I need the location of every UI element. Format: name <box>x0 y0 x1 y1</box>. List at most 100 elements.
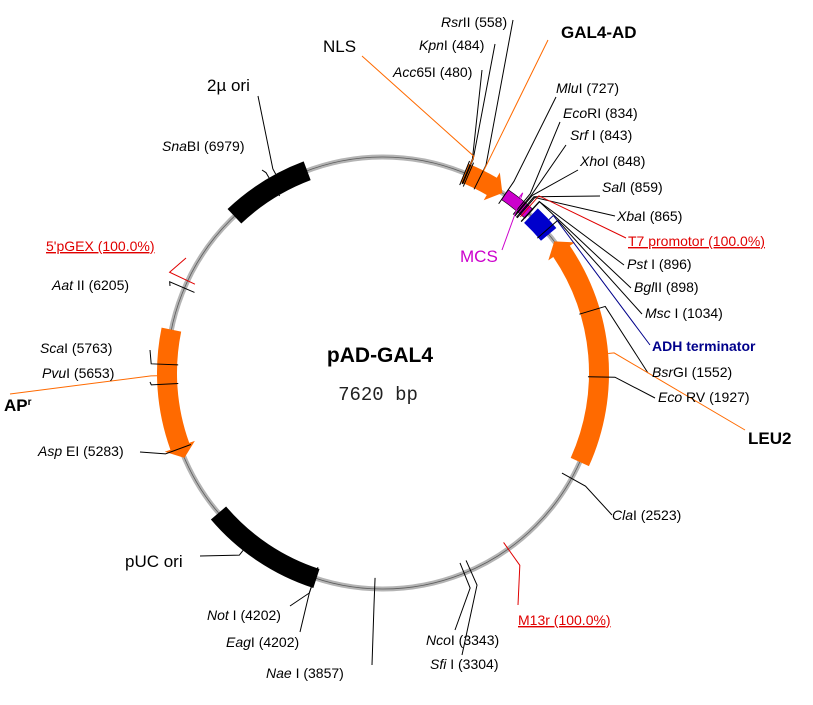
site-xhoi-rest: I (848) <box>605 153 645 169</box>
site-ecori-it: Eco <box>563 105 587 121</box>
site-line-sfii <box>461 560 478 656</box>
primer-m13r-label: M13r (100.0%) <box>518 612 611 628</box>
feature-lines <box>9 39 746 557</box>
nls-tick <box>459 160 471 186</box>
site-acc65i-it: Acc <box>392 64 416 80</box>
site-line-ncoi <box>454 562 471 631</box>
site-mlui-it: Mlu <box>556 80 579 96</box>
site-rsrii-rest: II (558) <box>463 14 507 30</box>
label-leu2: LEU2 <box>748 429 791 448</box>
site-aspei: Asp EI (5283) <box>37 443 124 459</box>
site-psti: Pst I (896) <box>627 256 692 272</box>
site-pvui: PvuI (5653) <box>42 365 114 381</box>
site-pvui-rest: I (5653) <box>66 365 114 381</box>
site-xhoi-it: Xho <box>579 153 605 169</box>
site-ncoi: NcoI (3343) <box>426 632 499 648</box>
site-msci: Msc I (1034) <box>645 305 723 321</box>
site-snabi-it: Sna <box>162 138 187 154</box>
nls-marker <box>459 160 475 187</box>
site-msci-rest: I (1034) <box>671 305 723 321</box>
site-bsrgi-it: Bsr <box>652 364 674 380</box>
site-msci-it: Msc <box>645 305 671 321</box>
site-aspei-rest: EI (5283) <box>62 443 123 459</box>
site-line-xhoi <box>514 169 579 217</box>
feature-leu2 <box>548 241 609 467</box>
site-aatii: Aat II (6205) <box>51 277 129 293</box>
feature-2mu-ori <box>227 161 311 224</box>
site-eagi-it: Eag <box>226 634 251 650</box>
site-noti-it: Not <box>207 607 230 623</box>
site-rsrii: RsrII (558) <box>441 14 507 30</box>
site-naei-rest: I (3857) <box>292 665 344 681</box>
site-noti: Not I (4202) <box>207 607 281 623</box>
site-acc65i: Acc65I (480) <box>392 64 472 80</box>
primer-line-t7-promotor <box>520 195 627 239</box>
primer-line-5pgex <box>168 257 196 285</box>
site-kpni-rest: I (484) <box>444 37 484 53</box>
feature-line-gal4-ad <box>483 39 549 171</box>
label-puc-ori: pUC ori <box>125 552 183 571</box>
site-line-ecori <box>512 121 561 215</box>
site-rsrii-it: Rsr <box>441 14 464 30</box>
site-line-bglii <box>520 201 632 289</box>
feature-line-ap-r <box>9 375 158 395</box>
site-eagi: EagI (4202) <box>226 634 299 650</box>
plasmid-size: 7620 bp <box>338 384 418 406</box>
label-nls: NLS <box>323 37 356 56</box>
site-line-srfi <box>513 144 567 216</box>
site-line-sali <box>515 195 601 218</box>
site-sfii-rest: I (3304) <box>446 656 498 672</box>
site-sali-it: Sal <box>602 179 623 195</box>
feature-line-mcs <box>501 192 524 251</box>
primer-lines <box>168 195 627 606</box>
site-line-msci <box>537 219 643 315</box>
site-ncoi-it: Nco <box>426 632 451 648</box>
site-line-scai <box>149 349 179 366</box>
site-srfi: Srf I (843) <box>570 127 632 143</box>
site-scai-rest: I (5763) <box>64 340 112 356</box>
feature-ap-r <box>156 327 195 458</box>
site-clai-it: Cla <box>612 507 633 523</box>
site-bglii-it: Bgl <box>634 279 655 295</box>
primer-5pgex-label: 5'pGEX (100.0%) <box>46 238 155 254</box>
site-bsrgi-rest: GI (1552) <box>673 364 732 380</box>
site-kpni: KpnI (484) <box>419 37 484 53</box>
site-aatii-rest: II (6205) <box>73 277 129 293</box>
label-2mu-ori: 2µ ori <box>207 76 250 95</box>
site-ncoi-rest: I (3343) <box>451 632 499 648</box>
site-line-bsrgi <box>579 305 649 374</box>
site-pvui-it: Pvu <box>42 365 66 381</box>
label-mcs: MCS <box>460 247 498 266</box>
site-scai: ScaI (5763) <box>40 340 112 356</box>
site-xhoi: XhoI (848) <box>579 153 645 169</box>
site-xbai: XbaI (865) <box>616 208 682 224</box>
primer-line-m13r <box>503 542 521 606</box>
site-kpni-it: Kpn <box>419 37 444 53</box>
site-sali: SalI (859) <box>602 179 663 195</box>
site-psti-rest: I (896) <box>647 256 691 272</box>
site-mlui: MluI (727) <box>556 80 619 96</box>
label-adh-terminator: ADH terminator <box>652 338 756 354</box>
site-aatii-it: Aat <box>51 277 74 293</box>
site-sfii-it: Sfi <box>430 656 447 672</box>
site-acc65i-rest: 65I (480) <box>416 64 472 80</box>
site-clai: ClaI (2523) <box>612 507 681 523</box>
site-naei: Nae I (3857) <box>266 665 344 681</box>
plasmid-name: pAD-GAL4 <box>327 344 433 367</box>
site-line-naei <box>371 577 376 666</box>
site-scai-it: Sca <box>40 340 64 356</box>
site-line-noti <box>289 567 319 607</box>
site-sali-rest: I (859) <box>622 179 662 195</box>
site-aspei-it: Asp <box>37 443 62 459</box>
site-psti-it: Pst <box>627 256 648 272</box>
site-sfii: Sfi I (3304) <box>430 656 498 672</box>
feature-adh-terminator <box>524 208 557 241</box>
feature-line-adh <box>548 214 651 346</box>
feature-line-leu2 <box>608 352 746 431</box>
site-line-aspei <box>139 444 192 455</box>
site-line-pvui <box>149 381 179 386</box>
site-xbai-it: Xba <box>616 208 642 224</box>
label-ap-r-sup: r <box>28 397 32 408</box>
feature-line-puc-ori <box>199 550 244 557</box>
